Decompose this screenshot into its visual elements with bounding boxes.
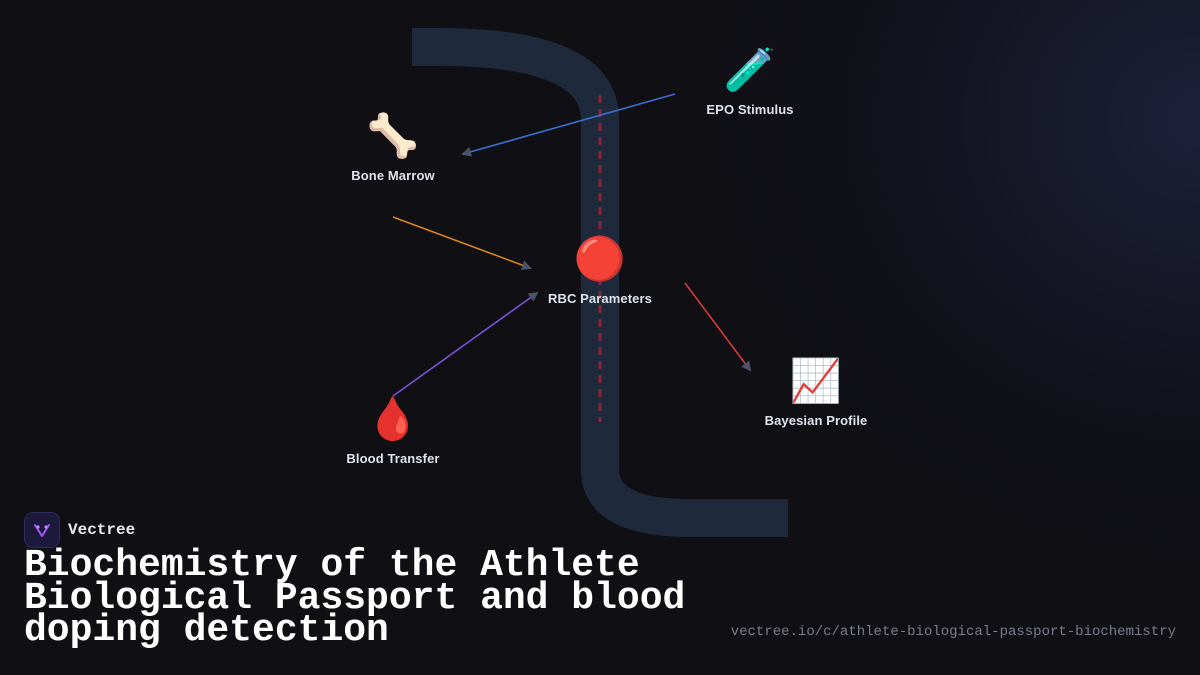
source-url[interactable]: vectree.io/c/athlete-biological-passport… — [730, 624, 1176, 640]
brand[interactable]: Vectree — [24, 512, 135, 548]
node-label: RBC Parameters — [547, 291, 652, 306]
brand-name: Vectree — [68, 521, 136, 539]
page-title: Biochemistry of the Athlete Biological P… — [24, 544, 686, 652]
node-label: Blood Transfer — [346, 451, 440, 466]
node-label: EPO Stimulus — [706, 102, 794, 117]
edge-bone-marrow-to-rbc — [392, 216, 532, 270]
node-label: Bayesian Profile — [764, 413, 868, 428]
edge-epo-to-bone-marrow — [461, 93, 676, 157]
edge-blood-transfer-to-rbc — [392, 291, 539, 397]
node-blood-transfer[interactable]: 🩸 Blood Transfer — [293, 391, 493, 466]
node-bone-marrow[interactable]: 🦴 Bone Marrow — [293, 108, 493, 183]
blood-drop-icon: 🩸 — [366, 394, 420, 443]
node-epo-stimulus[interactable]: 🧪 EPO Stimulus — [650, 42, 850, 117]
node-bayesian-profile[interactable]: 📈 Bayesian Profile — [716, 353, 916, 428]
test-tube-icon: 🧪 — [723, 45, 777, 94]
red-circle-icon: 🔴 — [573, 234, 627, 283]
chart-increasing-icon: 📈 — [789, 356, 843, 405]
track-path — [412, 27, 788, 537]
node-rbc-parameters[interactable]: 🔴 RBC Parameters — [500, 231, 700, 306]
bone-icon: 🦴 — [366, 111, 420, 160]
edge-rbc-to-bayesian — [684, 282, 752, 372]
vectree-logo-icon — [24, 512, 60, 548]
node-label: Bone Marrow — [351, 168, 435, 183]
